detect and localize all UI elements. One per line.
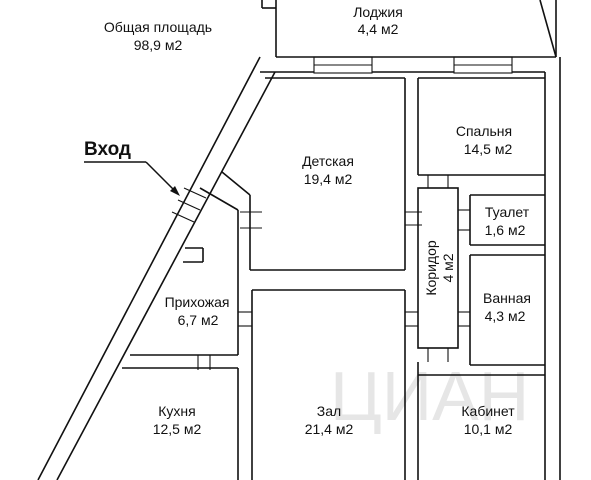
facade-wall-outer xyxy=(37,56,261,480)
corridor-area: 4 м2 xyxy=(440,253,456,282)
kitchen-area: 12,5 м2 xyxy=(153,421,202,437)
children-room-name: Детская xyxy=(302,153,354,169)
children-room-area: 19,4 м2 xyxy=(304,171,353,187)
room-hallway xyxy=(130,187,252,370)
office-name: Кабинет xyxy=(461,403,515,419)
room-children xyxy=(221,77,422,271)
room-corridor xyxy=(417,187,459,362)
total-area-value: 98,9 м2 xyxy=(134,37,183,53)
living-room-name: Зал xyxy=(317,403,341,419)
hallway-name: Прихожая xyxy=(165,294,230,310)
facade-wall-inner xyxy=(56,71,276,480)
room-bedroom xyxy=(417,77,545,188)
entrance-arrow xyxy=(84,161,180,196)
kitchen-name: Кухня xyxy=(158,403,195,419)
total-area-label: Общая площадь xyxy=(104,19,212,35)
room-toilet xyxy=(458,194,545,246)
corridor-label-group: Коридор 4 м2 xyxy=(423,240,456,296)
bathroom-name: Ванная xyxy=(483,290,531,306)
bathroom-area: 4,3 м2 xyxy=(485,308,526,324)
room-office xyxy=(417,362,545,480)
loggia xyxy=(261,0,557,74)
toilet-area: 1,6 м2 xyxy=(485,222,526,238)
entrance-label: Вход xyxy=(84,139,131,160)
corridor-name: Коридор xyxy=(423,240,439,296)
watermark: ЦИАН xyxy=(330,357,529,435)
room-kitchen xyxy=(122,367,239,480)
toilet-name: Туалет xyxy=(485,204,530,220)
bedroom-name: Спальня xyxy=(456,123,512,139)
loggia-name: Лоджия xyxy=(353,4,403,20)
hallway-area: 6,7 м2 xyxy=(178,312,219,328)
room-bathroom xyxy=(458,254,545,366)
bedroom-area: 14,5 м2 xyxy=(464,141,513,157)
loggia-area: 4,4 м2 xyxy=(358,21,399,37)
room-living xyxy=(251,289,418,480)
living-room-area: 21,4 м2 xyxy=(305,421,354,437)
office-area: 10,1 м2 xyxy=(464,421,513,437)
